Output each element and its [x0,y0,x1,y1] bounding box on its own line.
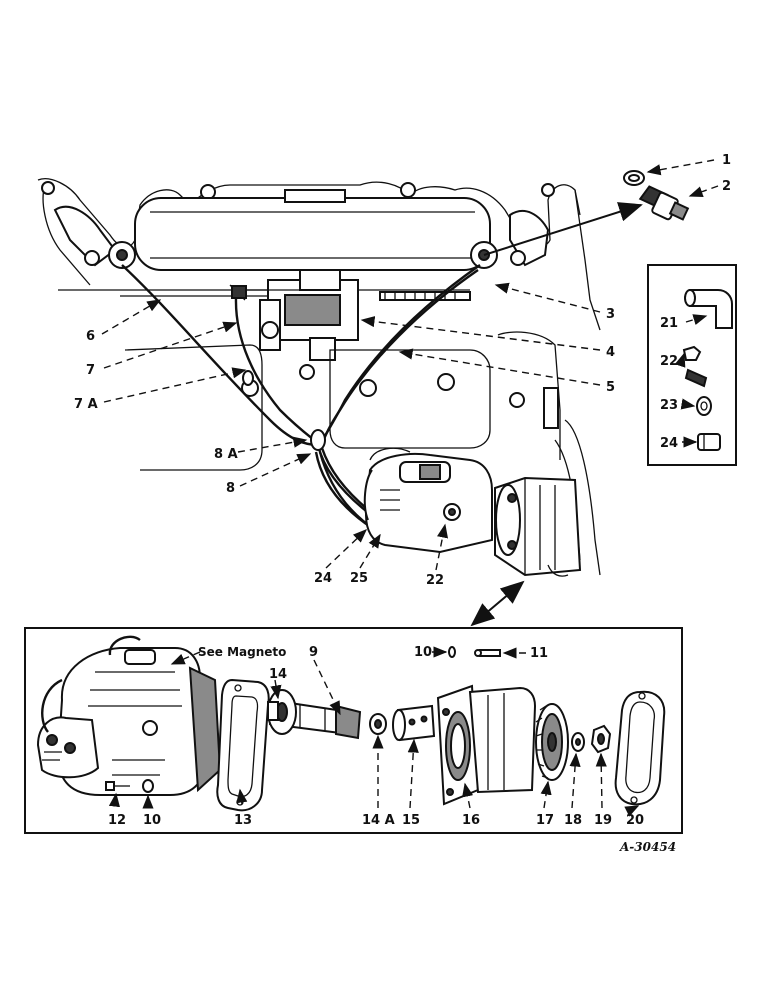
part-21-elbow-icon [684,289,733,329]
callout-22: 22 [426,573,444,588]
part-18-washer-icon [571,732,585,752]
fittings-inset-box [647,264,737,466]
part-15-sleeve-icon [392,704,436,742]
callout-1: 1 [722,153,731,168]
part-2-spark-plug-icon [638,185,690,221]
callout-25: 25 [350,571,368,586]
detail-callout-14: 14 [269,667,287,682]
plug-pointer-arrow [483,202,643,256]
detail-callout-16: 16 [462,813,480,828]
detail-callout-10-bottom: 10 [143,813,161,828]
part-22b-terminal-icon [684,368,708,388]
callout-8a: 8 A [214,447,238,462]
magneto-drive-detail-box [24,627,683,834]
callout-8: 8 [226,481,235,496]
callout-3: 3 [606,307,615,322]
detail-callout-17: 17 [536,813,554,828]
detail-connector-arrow [470,580,525,627]
see-magneto-note: See Magneto [198,645,286,659]
figure-reference: A-30454 [619,840,676,854]
part-10-washer-icon [142,779,154,793]
detail-callout-14a: 14 A [362,813,395,828]
inset-callout-22: 22 [660,354,678,369]
part-12-screw-icon [105,781,130,791]
inset-callout-24: 24 [660,436,678,451]
callout-24: 24 [314,571,332,586]
callout-5: 5 [606,380,615,395]
detail-callout-15: 15 [402,813,420,828]
part-14-drive-coupling-icon [267,689,297,735]
leader-lines [101,159,719,817]
callout-6: 6 [86,329,95,344]
callout-2: 2 [722,179,731,194]
inset-callout-23: 23 [660,398,678,413]
detail-callout-10-top: 10 [414,645,432,660]
part-22-nut-icon [682,345,702,361]
part-24-connector-icon [697,433,721,451]
detail-callout-9: 9 [309,645,318,660]
part-17-drive-gear-icon [535,703,569,781]
detail-callout-13: 13 [234,813,252,828]
inset-callout-21: 21 [660,316,678,331]
part-23-clip-icon [696,396,712,416]
detail-callout-11: 11 [530,646,548,661]
magneto-unit-illustration [36,635,222,796]
part-20-gasket-icon [614,690,666,806]
detail-callout-19: 19 [594,813,612,828]
part-16-adapter-housing-icon [436,684,537,806]
callout-4: 4 [606,345,615,360]
callout-7a: 7 A [74,397,98,412]
part-10-11-screw-washer-icon [448,646,501,658]
part-14a-washer-icon [369,713,387,735]
callout-7: 7 [86,363,95,378]
part-13-gasket-icon [216,678,270,812]
engine-assembly-illustration [37,178,601,577]
detail-callout-18: 18 [564,813,582,828]
detail-callout-20: 20 [626,813,644,828]
detail-callout-12: 12 [108,813,126,828]
part-1-gasket-icon [623,170,645,186]
part-19-nut-icon [590,724,612,754]
